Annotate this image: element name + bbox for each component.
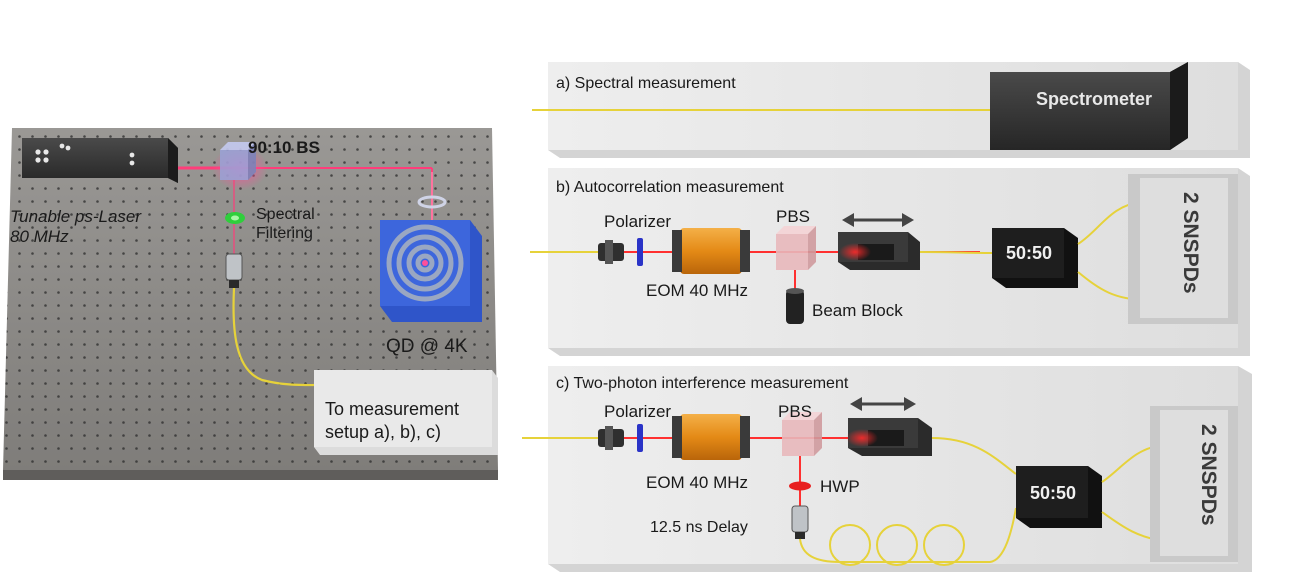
fiber-coupler: [225, 253, 243, 288]
beam-splitter-label: 90:10 BS: [248, 138, 320, 157]
setup-c-polarizer: [637, 424, 643, 452]
sample-label: QD @ 4K: [386, 336, 468, 357]
setup-b-detector-box: [1128, 174, 1238, 324]
output-fiber: [232, 287, 490, 387]
qd-sample: [380, 220, 482, 322]
setup-b-pbs-label: PBS: [776, 207, 810, 226]
setup-b-splitter-label: 50:50: [1006, 243, 1052, 263]
setup-b-polarizer: [637, 238, 643, 266]
setup-b-eom: [672, 228, 750, 274]
setup-b-pbs: [776, 226, 816, 270]
setup-c-eom: [672, 414, 750, 460]
setup-c-detector-box: [1150, 406, 1238, 562]
filter-label-line2: Filtering: [256, 225, 313, 242]
laser-label-line2: 80 MHz: [10, 227, 69, 246]
setup-c-splitter-label: 50:50: [1030, 483, 1076, 503]
filter-label-line1: Spectral: [256, 206, 315, 223]
setup-b-fiber-to-splitter: [919, 251, 993, 254]
output-label-line2: setup a), b), c): [325, 422, 441, 442]
setup-c-delay-coupler: [791, 505, 809, 539]
setup-c-collimator: [598, 426, 624, 450]
setup-b-stage-arrow-icon: [842, 213, 914, 227]
spectrometer-box: [990, 62, 1188, 150]
setup-a-title: a) Spectral measurement: [556, 75, 736, 92]
setup-a-panel: a) Spectral measurement Spectrometer: [532, 62, 1250, 158]
laser-label-line1: Tunable ps-Laser: [10, 207, 142, 226]
setup-c-stage-arrow-icon: [850, 397, 916, 411]
setup-c-translation-stage: [848, 418, 932, 456]
setup-c-splitter-box: [1016, 466, 1102, 528]
beam-splitter-cube: [220, 142, 256, 180]
mirror: [417, 195, 447, 209]
spectrometer-label: Spectrometer: [1036, 89, 1152, 109]
source-section: Tunable ps-Laser 80 MHz 90:10 BS Spectra…: [3, 128, 498, 480]
setup-c-title: c) Two-photon interference measurement: [556, 375, 849, 392]
delay-label: 12.5 ns Delay: [650, 519, 748, 536]
setup-b-splitter-box: [992, 228, 1078, 288]
setup-b-panel: b) Autocorrelation measurement: [530, 168, 1250, 356]
setup-b-title: b) Autocorrelation measurement: [556, 179, 784, 196]
beam-block-label: Beam Block: [812, 301, 903, 320]
setup-c-pbs: [782, 412, 822, 456]
optical-table-edge: [3, 470, 498, 480]
setup-c-pbs-label: PBS: [778, 402, 812, 421]
beam-block: [786, 288, 804, 324]
hwp-plate: [789, 481, 811, 491]
setup-c-eom-label: EOM 40 MHz: [646, 473, 748, 492]
setup-c-panel: c) Two-photon interference measurement: [522, 366, 1252, 572]
output-label-card: [314, 370, 498, 455]
setup-b-eom-label: EOM 40 MHz: [646, 281, 748, 300]
setup-c-polarizer-label: Polarizer: [604, 402, 671, 421]
laser-box: [22, 138, 178, 183]
delay-fiber-loops: [799, 507, 1017, 566]
spectral-filter: [225, 212, 245, 224]
setup-c-detector-label: 2 SNSPDs: [1197, 424, 1220, 526]
setup-b-detector-label: 2 SNSPDs: [1179, 192, 1202, 294]
setup-b-polarizer-label: Polarizer: [604, 212, 671, 231]
output-label-line1: To measurement: [325, 399, 459, 419]
setup-b-collimator: [598, 240, 624, 264]
hwp-label: HWP: [820, 477, 860, 496]
